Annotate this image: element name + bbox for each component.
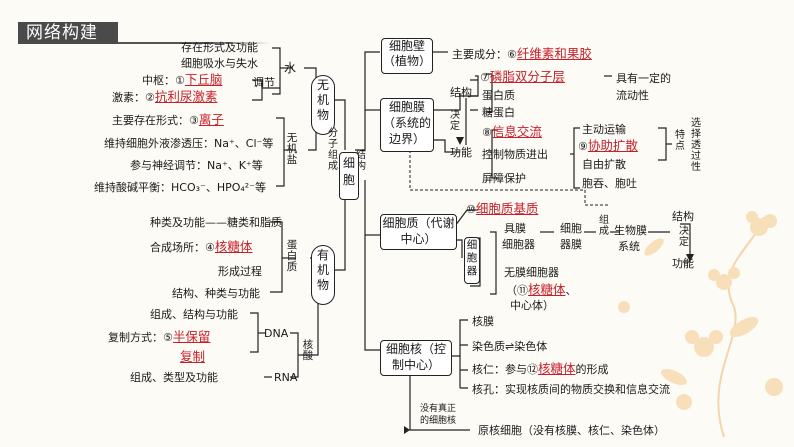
right-function: 功能 (672, 257, 694, 270)
answer-6: 纤维素和果胶 (516, 46, 592, 61)
biomembrane-2: 系统 (618, 240, 640, 253)
water-item-2: 细胞吸水与失水 (181, 57, 258, 70)
protein-item-1: 种类及功能——糖类和脂质 (150, 216, 282, 229)
prokaryote-label: 原核细胞（没有核膜、核仁、染色体） (478, 424, 665, 437)
nucleic-acid-label: 核酸 (302, 339, 314, 362)
salt-label: 无机盐 (286, 132, 298, 166)
header-bar (18, 22, 118, 44)
replicate-label: 复制方式：⑤半保留 (108, 329, 211, 344)
transport-item-2: 自由扩散 (582, 158, 626, 171)
cell-node: 细胞 (339, 152, 359, 200)
water-item-1: 存在形式及功能 (181, 41, 258, 54)
organelle-membrane-1: 细胞 (560, 222, 582, 235)
page-title: 网络构建 (26, 23, 98, 43)
salt-item-2: 参与神经调节：Na⁺、K⁺等 (130, 159, 263, 172)
answer-12: 核糖体 (538, 361, 576, 376)
transport-item-1: 主动运输 (582, 123, 626, 136)
replicate-label-b: 复制 (180, 350, 205, 364)
salt-item-1: 维持细胞外液渗透压：Na⁺、Cl⁻等 (104, 137, 274, 150)
adjust-label: 调节 (253, 76, 275, 89)
protein-item-3: 结构、种类与功能 (172, 287, 260, 300)
matrix-answer: ⑩细胞质基质 (466, 201, 539, 216)
answer-11: 核糖体 (528, 282, 566, 297)
header-rule (118, 42, 270, 44)
answer-8: 信息交流 (491, 124, 542, 139)
centrosome-label: 中心体） (510, 299, 554, 312)
no-true-nucleus-2: 的细胞核 (420, 416, 457, 426)
transport-item-3: 胞吞、胞吐 (582, 177, 637, 190)
hub-label: 中枢：①下丘脑 (142, 72, 223, 87)
nucleolus-label: 核仁：参与⑫核糖体的形成 (472, 361, 609, 376)
salt-item-3: 维持酸碱平衡：HCO₃⁻、HPO₄²⁻等 (94, 181, 267, 194)
cell-wall-box: 细胞壁（植物） (381, 38, 433, 74)
cell-membrane-box: 细胞膜（系统的边界） (380, 98, 434, 152)
right-decide: 决定 (679, 226, 689, 248)
protect-label: 屏障保护 (482, 172, 526, 185)
answer-3: 离子 (198, 112, 224, 127)
answer-7: 磷脂双分子层 (489, 69, 565, 84)
rna-label: RNA (274, 371, 298, 384)
answer-10: 细胞质基质 (475, 201, 539, 216)
answer-4: 核糖体 (214, 239, 253, 254)
organic-node: 有机物 (311, 245, 335, 305)
dna-label: DNA (264, 327, 289, 340)
exchange-answer: ⑧信息交流 (482, 124, 542, 139)
answer-9: 协助扩散 (587, 138, 638, 153)
membrane-function: 功能 (450, 146, 472, 159)
envelope-label: 核膜 (472, 315, 494, 328)
membrane-decide: 决定 (450, 110, 460, 132)
dna-item-1: 组成、结构与功能 (150, 308, 238, 321)
no-true-nucleus-1: 没有真正 (420, 404, 457, 414)
membrane-organelle-1: 具膜 (504, 222, 526, 235)
salt-form-label: 主要存在形式：③离子 (112, 112, 224, 127)
composition-label: 分子组成 (328, 128, 338, 172)
answer-1: 下丘脑 (184, 72, 223, 87)
flower-decoration-icon (618, 211, 783, 438)
organelle-box: 细胞器 (464, 237, 480, 284)
answer-5b: 复制 (180, 349, 206, 364)
struct-item-1: 蛋白质 (482, 89, 515, 102)
ribosome-answer: （⑪核糖体、 (506, 282, 577, 297)
assist-answer: ⑨协助扩散 (578, 138, 638, 153)
cytoplasm-box: 细胞质（代谢中心） (380, 214, 457, 250)
right-structure: 结构 (672, 210, 694, 223)
compose-label: 组成 (599, 215, 609, 237)
nucleus-box: 细胞核（控制中心） (380, 340, 452, 376)
selective-label: 选择透过性 (691, 118, 701, 173)
struct-item-2: 糖蛋白 (482, 106, 515, 119)
biomembrane-1: 生物膜 (614, 224, 647, 237)
fluidity-label: 具有一定的流动性 (616, 72, 671, 102)
nonmembrane-label: 无膜细胞器 (504, 266, 559, 279)
water-label: 水 (284, 61, 297, 75)
inorganic-node: 无机物 (311, 75, 335, 135)
protein-label: 蛋白质 (286, 239, 298, 273)
membrane-structure: 结构 (450, 86, 472, 99)
protein-item-2: 形成过程 (218, 265, 262, 278)
struct-answer: ⑦磷脂双分子层 (480, 69, 565, 84)
hormone-label: 激素：②抗利尿激素 (112, 89, 218, 104)
structure-label: 结构 (356, 150, 366, 172)
chromatin-label: 染色质⇌染色体 (472, 340, 548, 353)
organelle-membrane-2: 器膜 (560, 238, 582, 251)
wall-composition: 主要成分：⑥纤维素和果胶 (452, 46, 592, 61)
rna-item: 组成、类型及功能 (130, 371, 218, 384)
pore-label: 核孔：实现核质间的物质交换和信息交流 (472, 383, 670, 396)
answer-5a: 半保留 (172, 329, 211, 344)
feature-label: 特点 (675, 130, 685, 152)
synthesis-site-label: 合成场所：④核糖体 (150, 239, 253, 254)
answer-2: 抗利尿激素 (154, 89, 218, 104)
control-label: 控制物质进出 (482, 148, 548, 161)
membrane-organelle-2: 细胞器 (502, 238, 535, 251)
